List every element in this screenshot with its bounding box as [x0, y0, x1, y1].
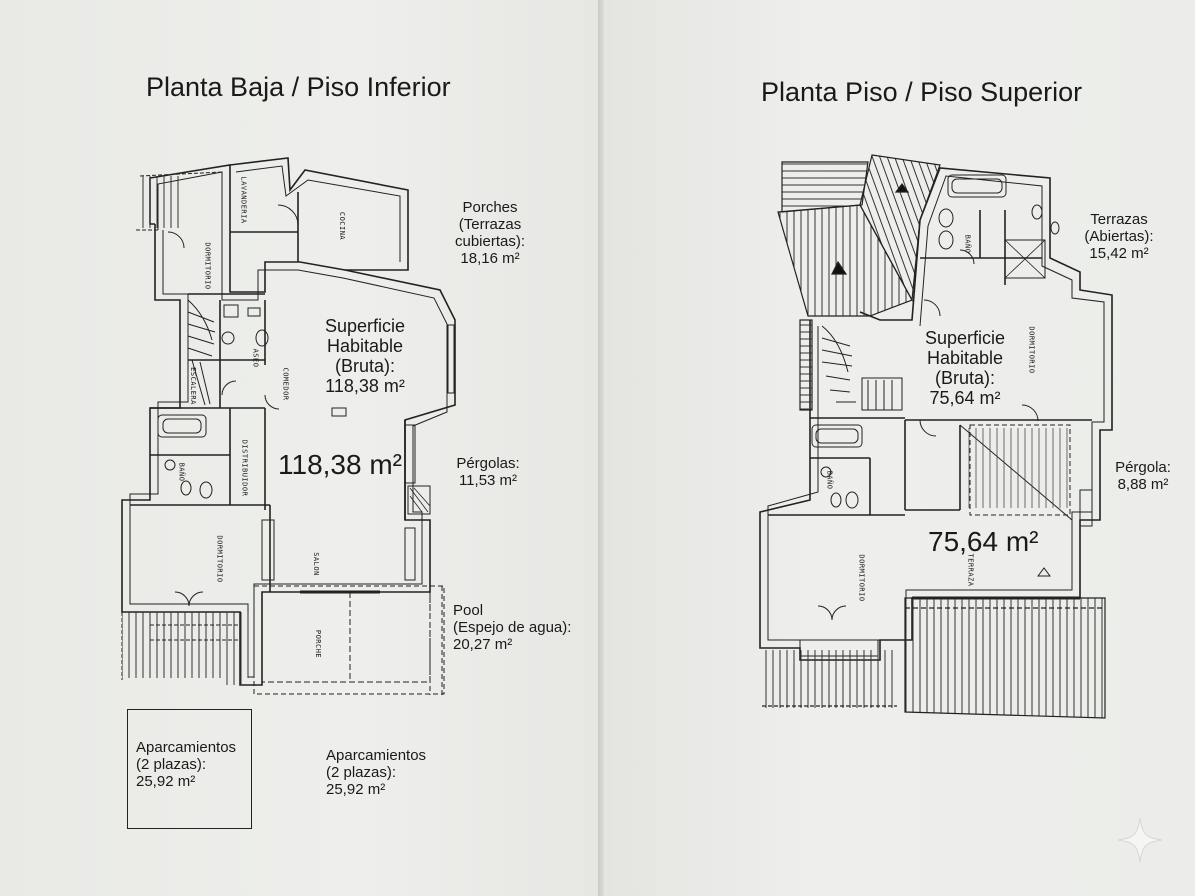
room-bano-upper-2: BAÑO — [825, 470, 834, 490]
left-sheet — [0, 0, 598, 896]
room-porche: PORCHE — [314, 629, 323, 659]
ground-floor-area-big: 118,38 m² — [278, 449, 402, 480]
room-dormitorio-upper-1: DORMITORIO — [1027, 326, 1036, 374]
pergola-area-label: Pérgola: 8,88 m² — [1115, 459, 1171, 493]
room-dormitorio-upper-2: DORMITORIO — [857, 554, 866, 602]
upper-floor-living-area-label: Superficie Habitable (Bruta): 75,64 m² — [924, 328, 1006, 408]
ground-floor-pergolas — [121, 171, 250, 685]
upper-floor-area-big: 75,64 m² — [928, 526, 1039, 557]
room-aseo: ASEO — [251, 348, 260, 368]
room-cocina: COCINA — [338, 211, 347, 241]
ground-floor-plan — [121, 157, 456, 695]
parking-box — [127, 709, 252, 829]
sparkle-icon — [1117, 817, 1163, 863]
room-dormitorio-1: DORMITORIO — [203, 242, 212, 290]
room-comedor: COMEDOR — [281, 367, 290, 401]
right-sheet — [604, 0, 1195, 896]
room-terraza: TERRAZA — [966, 553, 975, 587]
porches-area-label: Porches (Terrazas cubiertas): 18,16 m² — [454, 199, 526, 267]
terrazas-area-label: Terrazas (Abiertas): 15,42 m² — [1084, 211, 1154, 262]
parking-area-label: Aparcamientos (2 plazas): 25,92 m² — [326, 747, 427, 798]
upper-floor-terraces — [762, 154, 1106, 719]
room-dormitorio-2: DORMITORIO — [215, 535, 224, 583]
room-salon: SALON — [311, 552, 320, 576]
ground-floor-living-area-label: Superficie Habitable (Bruta): 118,38 m² — [324, 316, 406, 396]
room-distribuidor: DISTRIBUIDOR — [240, 439, 249, 497]
room-bano: BAÑO — [177, 462, 186, 482]
room-escalera: ESCALERA — [188, 367, 197, 405]
parking-box-label: Aparcamientos (2 plazas): 25,92 m² — [136, 739, 237, 790]
ground-floor-title: Planta Baja / Piso Inferior — [146, 72, 451, 102]
pergolas-area-label: Pérgolas: 11,53 m² — [456, 455, 520, 489]
room-bano-upper-1: BAÑO — [963, 234, 972, 254]
upper-floor-title: Planta Piso / Piso Superior — [761, 77, 1083, 107]
pool-area-label: Pool (Espejo de agua): 20,27 m² — [453, 602, 572, 653]
room-lavanderia: LAVANDERIA — [239, 176, 248, 224]
upper-floor-plan — [759, 167, 1113, 661]
page-fold — [598, 0, 604, 896]
